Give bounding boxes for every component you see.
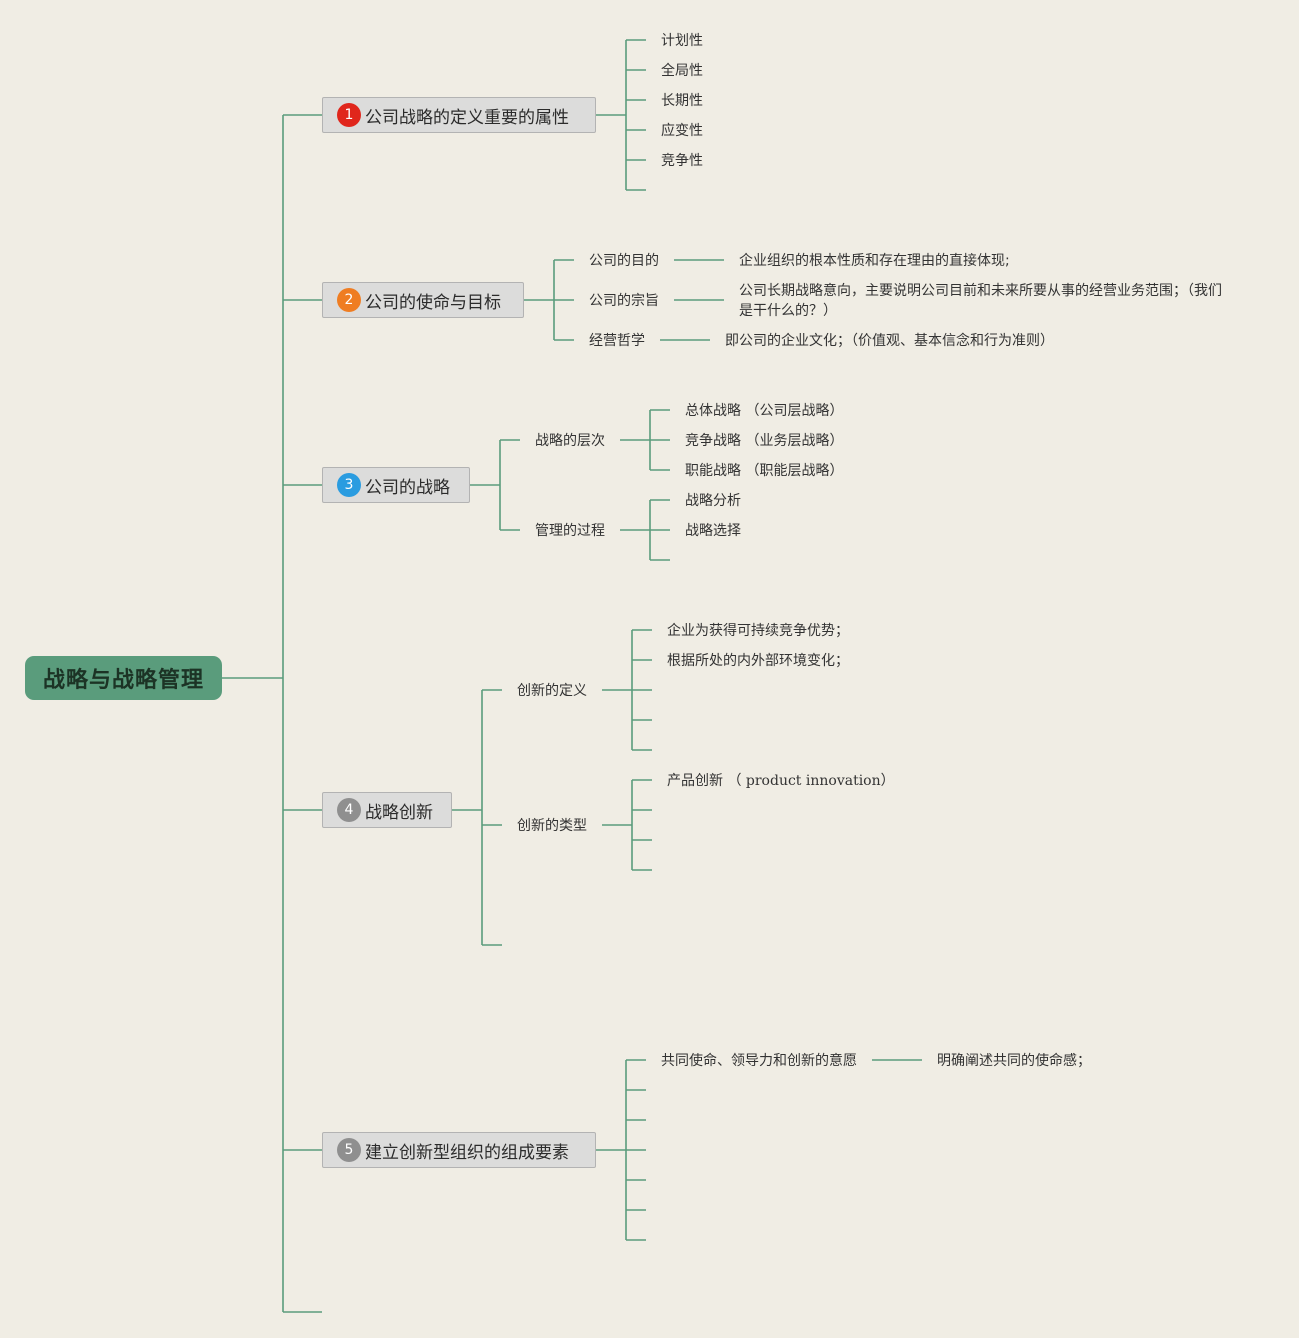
branch-5-item-1-detail[interactable]: 明确阐述共同的使命感； <box>937 1053 1091 1069</box>
branch-4-label: 战略创新 <box>365 802 433 823</box>
number-2-icon: 2 <box>337 288 361 312</box>
branch-4-group-1[interactable]: 创新的定义 <box>517 683 587 699</box>
number-5-icon: 5 <box>337 1138 361 1162</box>
branch-3-group-1-item-3[interactable]: 职能战略 （职能层战略） <box>685 463 844 479</box>
branch-2-item-3[interactable]: 经营哲学 <box>589 333 645 349</box>
branch-3-topic[interactable]: 3 公司的战略 <box>322 467 470 503</box>
branch-3-group-1-item-2[interactable]: 竞争战略 （业务层战略） <box>685 433 844 449</box>
branch-5-item-1[interactable]: 共同使命、领导力和创新的意愿 <box>661 1053 857 1069</box>
branch-4-group-1-item-1[interactable]: 企业为获得可持续竞争优势； <box>667 623 849 639</box>
branch-1-item-1[interactable]: 计划性 <box>661 33 703 49</box>
branch-1-label: 公司战略的定义重要的属性 <box>365 107 569 128</box>
number-1-icon: 1 <box>337 103 361 127</box>
branch-3-group-1-item-1[interactable]: 总体战略 （公司层战略） <box>685 403 844 419</box>
branch-2-item-3-detail[interactable]: 即公司的企业文化；（价值观、基本信念和行为准则） <box>725 333 1054 349</box>
branch-3-group-1[interactable]: 战略的层次 <box>535 433 605 449</box>
branch-4-group-2[interactable]: 创新的类型 <box>517 818 587 834</box>
branch-1-topic[interactable]: 1 公司战略的定义重要的属性 <box>322 97 596 133</box>
branch-5-topic[interactable]: 5 建立创新型组织的组成要素 <box>322 1132 596 1168</box>
root-topic[interactable]: 战略与战略管理 <box>25 656 222 700</box>
branch-1-item-3[interactable]: 长期性 <box>661 93 703 109</box>
branch-1-item-4[interactable]: 应变性 <box>661 123 703 139</box>
branch-3-group-2-item-1[interactable]: 战略分析 <box>685 493 741 509</box>
branch-3-label: 公司的战略 <box>365 477 450 498</box>
number-3-icon: 3 <box>337 473 361 497</box>
branch-4-topic[interactable]: 4 战略创新 <box>322 792 452 828</box>
branch-2-item-2[interactable]: 公司的宗旨 <box>589 293 659 309</box>
branch-3-group-2[interactable]: 管理的过程 <box>535 523 605 539</box>
branch-2-topic[interactable]: 2 公司的使命与目标 <box>322 282 524 318</box>
branch-2-label: 公司的使命与目标 <box>365 292 501 313</box>
branch-2-item-1-detail[interactable]: 企业组织的根本性质和存在理由的直接体现; <box>739 253 1010 269</box>
branch-2-item-1[interactable]: 公司的目的 <box>589 253 659 269</box>
branch-1-item-5[interactable]: 竞争性 <box>661 153 703 169</box>
branch-4-group-1-item-2[interactable]: 根据所处的内外部环境变化； <box>667 653 849 669</box>
branch-4-group-2-item-1[interactable]: 产品创新 （ product innovation） <box>667 773 895 789</box>
root-topic-label: 战略与战略管理 <box>42 668 204 693</box>
number-4-icon: 4 <box>337 798 361 822</box>
branch-2-item-2-detail[interactable]: 公司长期战略意向，主要说明公司目前和未来所要从事的经营业务范围；（我们是干什么的… <box>739 283 1222 319</box>
branch-5-label: 建立创新型组织的组成要素 <box>365 1142 569 1163</box>
branch-3-group-2-item-2[interactable]: 战略选择 <box>685 523 741 539</box>
branch-1-item-2[interactable]: 全局性 <box>661 63 703 79</box>
